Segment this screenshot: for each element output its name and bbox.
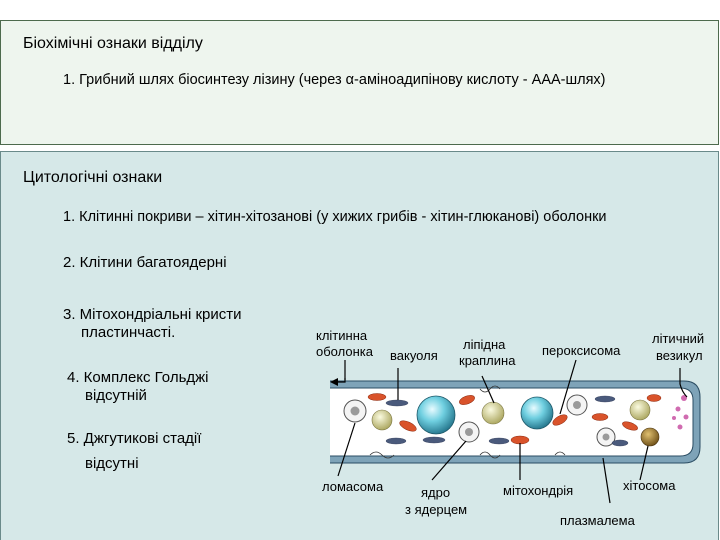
label-lipid-1: ліпідна (463, 337, 506, 352)
lomasome-loops (369, 385, 566, 459)
cyto-item-3-line-2: пластинчасті. (81, 324, 176, 341)
label-cell-wall-2: оболонка (316, 344, 373, 359)
mitochondria (367, 393, 662, 445)
label-nucleus-2: з ядерцем (405, 502, 468, 517)
label-mitochondrion: мітохондрія (503, 483, 574, 498)
label-vesicle-1: літичний (652, 331, 705, 346)
lipid-droplet (371, 409, 393, 431)
cyto-item-5-line-1: 5. Джгутикові стадії (67, 430, 202, 447)
peroxisomes (385, 395, 629, 447)
cytological-panel: Цитологічні ознаки 1. Клітинні покриви –… (0, 151, 719, 540)
label-lipid-2: краплина (459, 353, 516, 368)
cyto-item-5-line-2: відсутні (85, 455, 139, 472)
label-lomasome: ломасома (322, 479, 384, 494)
cyto-item-3-line-1: 3. Мітохондріальні кристи (63, 306, 242, 323)
pointer-arrows (330, 378, 338, 386)
nucleus (566, 394, 588, 416)
label-plasmalemma: плазмалема (560, 513, 635, 528)
biochem-item-1: 1. Грибний шлях біосинтезу лізину (через… (63, 72, 606, 88)
label-vacuole: вакуоля (390, 348, 438, 363)
vacuole (416, 395, 456, 435)
nucleus (596, 427, 616, 447)
cyto-item-2: 2. Клітини багатоядерні (63, 254, 227, 271)
biochemical-panel: Біохімічні ознаки відділу 1. Грибний шля… (0, 20, 719, 145)
nucleus (458, 421, 480, 443)
cyto-item-1: 1. Клітинні покриви – хітин-хітозанові (… (63, 209, 607, 225)
lipid-droplet (629, 399, 651, 421)
label-vesicle-2: везикул (656, 348, 703, 363)
label-cell-wall-1: клітинна (316, 328, 368, 343)
cyto-item-4-line-1: 4. Комплекс Гольджі (67, 369, 209, 386)
label-peroxisome: пероксисома (542, 343, 621, 358)
cyto-item-4-line-2: відсутній (85, 387, 147, 404)
cyto-title: Цитологічні ознаки (23, 169, 163, 186)
lipid-droplet (481, 401, 505, 425)
biochem-title: Біохімічні ознаки відділу (23, 35, 203, 52)
lytic-vesicles (672, 395, 689, 430)
vacuole (520, 396, 554, 430)
chitosome (640, 427, 660, 447)
label-chitosome: хітосома (623, 478, 676, 493)
nucleus (343, 399, 367, 423)
pointer-lines (335, 359, 688, 504)
label-nucleus-1: ядро (421, 485, 451, 500)
